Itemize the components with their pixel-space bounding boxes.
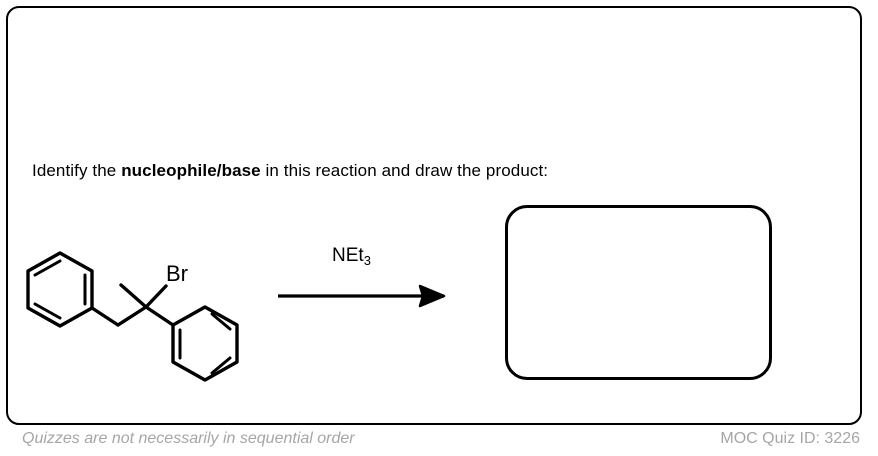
bond-ring-to-ch2 bbox=[90, 306, 120, 327]
left-phenyl-ring bbox=[26, 251, 94, 328]
question-emphasis: nucleophile/base bbox=[121, 161, 261, 180]
reaction-arrow-group: NEt3 bbox=[266, 228, 466, 348]
left-ring-double-bond-2 bbox=[33, 302, 62, 320]
bond-ch2-to-cq bbox=[116, 305, 148, 327]
reaction-arrow-icon bbox=[278, 284, 446, 308]
quiz-card: Identify the nucleophile/base in this re… bbox=[6, 6, 862, 425]
reagent-label-subscript: 3 bbox=[363, 253, 371, 268]
right-ring-double-bond-3 bbox=[210, 356, 232, 375]
reactant-structure-2-bromo-1-2-diphenylpropane: Br bbox=[16, 213, 266, 383]
question-prompt: Identify the nucleophile/base in this re… bbox=[32, 160, 548, 182]
product-answer-box[interactable] bbox=[505, 205, 772, 380]
question-prefix: Identify the bbox=[32, 161, 122, 180]
reaction-scheme: Br NEt3 bbox=[8, 193, 864, 403]
right-phenyl-ring bbox=[171, 305, 239, 382]
bond-cq-to-methyl bbox=[119, 283, 148, 309]
question-suffix: in this reaction and draw the product: bbox=[260, 161, 549, 180]
footer-quiz-id: MOC Quiz ID: 3226 bbox=[720, 430, 860, 447]
left-ring-double-bond-1 bbox=[33, 259, 62, 277]
reagent-label-text: NEt bbox=[332, 245, 364, 266]
footer-note: Quizzes are not necessarily in sequentia… bbox=[22, 430, 355, 447]
reagent-label: NEt3 bbox=[332, 245, 371, 268]
quiz-footer: Quizzes are not necessarily in sequentia… bbox=[0, 428, 878, 456]
bond-cq-to-br bbox=[144, 284, 168, 309]
bond-cq-to-right-phenyl bbox=[144, 305, 175, 327]
right-ring-double-bond-2 bbox=[210, 312, 232, 331]
bromine-label: Br bbox=[166, 261, 188, 286]
